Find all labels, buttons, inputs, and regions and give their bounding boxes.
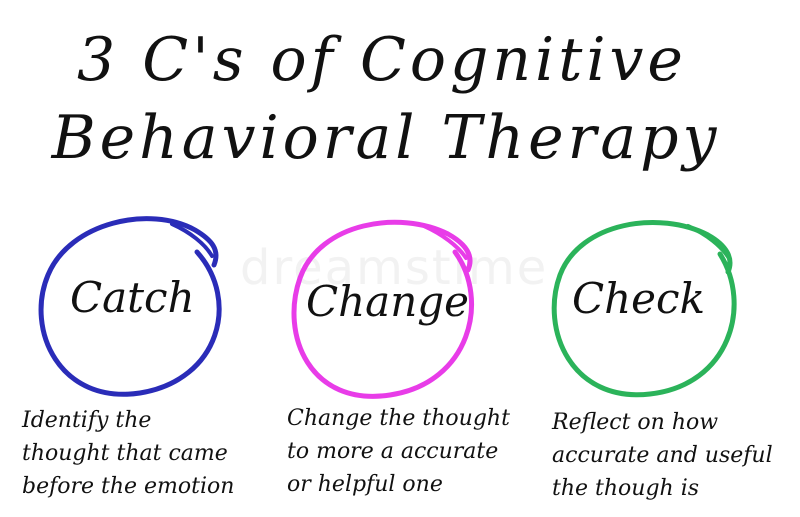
change-description-line: to more a accurate bbox=[287, 439, 499, 464]
catch-description-line: thought that came bbox=[22, 441, 228, 466]
change-label: Change bbox=[306, 277, 470, 326]
check-description-line: the though is bbox=[552, 476, 700, 501]
change-circle bbox=[291, 219, 475, 399]
check-description-line: Reflect on how bbox=[552, 410, 719, 435]
check-label: Check bbox=[572, 274, 706, 323]
watermark: dreamstime bbox=[240, 240, 549, 296]
catch-description-line: before the emotion bbox=[22, 474, 235, 499]
catch-circle bbox=[38, 216, 222, 397]
catch-label: Catch bbox=[70, 273, 195, 322]
catch-description-line: Identify the bbox=[22, 408, 152, 433]
diagram-title-line-1: 3 C's of Cognitive bbox=[77, 25, 687, 95]
change-description-line: Change the thought bbox=[287, 406, 510, 431]
check-circle-tail bbox=[686, 224, 732, 262]
check-description-line: accurate and useful bbox=[552, 443, 773, 468]
check-description: Reflect on how accurate and useful the t… bbox=[552, 406, 773, 505]
catch-description: Identify the thought that came before th… bbox=[22, 404, 234, 503]
catch-circle-tail bbox=[170, 222, 214, 258]
diagram-title-line-2: Behavioral Therapy bbox=[51, 103, 721, 173]
change-description-line: or helpful one bbox=[287, 472, 443, 497]
change-description: Change the thought to more a accurate or… bbox=[287, 402, 510, 501]
change-circle-tail bbox=[422, 224, 468, 260]
